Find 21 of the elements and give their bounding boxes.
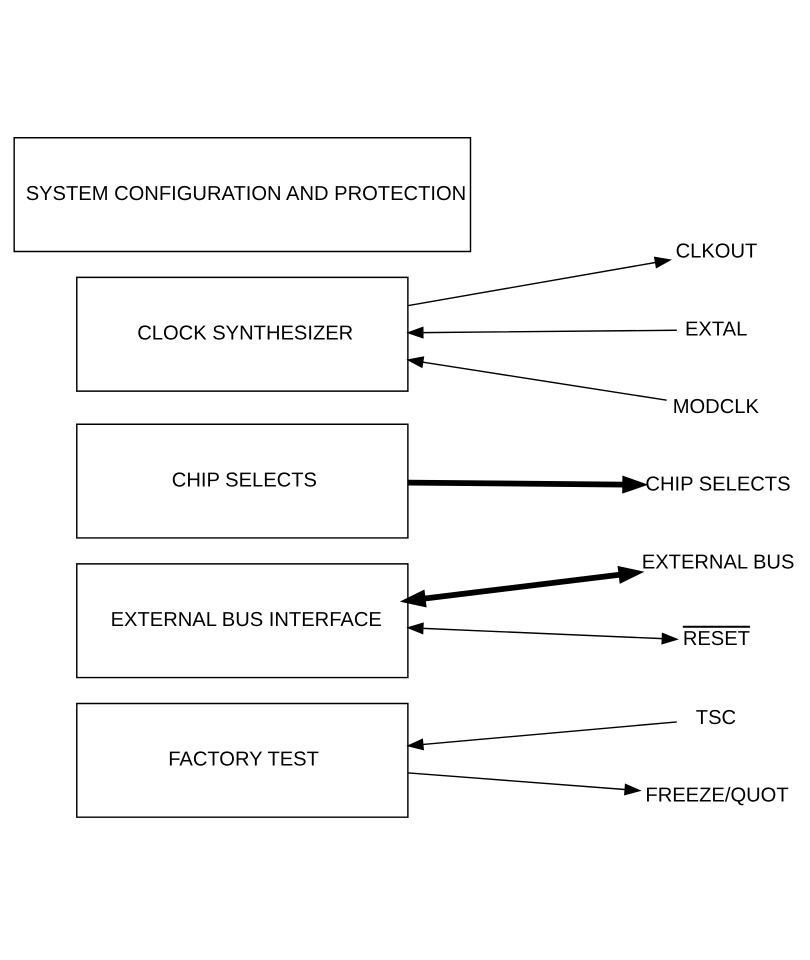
arrow: [406, 356, 667, 401]
node-text: EXTERNAL BUS: [642, 551, 794, 574]
node-box: EXTERNAL BUS INTERFACE: [76, 563, 409, 678]
node-text: TSC: [696, 706, 736, 729]
node-box: SYSTEM CONFIGURATION AND PROTECTION: [13, 137, 472, 252]
arrow: [408, 256, 672, 306]
node-text: CLKOUT: [676, 240, 758, 263]
node-text: CHIP SELECTS: [645, 474, 791, 496]
node-box: FACTORY TEST: [76, 702, 409, 818]
arrow: [408, 772, 642, 796]
node-text: FREEZE/QUOT: [645, 784, 789, 807]
arrow: [400, 566, 644, 608]
arrow: [406, 721, 677, 750]
node-text: EXTAL: [684, 318, 748, 340]
arrow: [406, 622, 679, 645]
node-text: MODCLK: [672, 396, 759, 418]
arrow: [406, 326, 677, 339]
node-box: CHIP SELECTS: [76, 424, 409, 539]
node-box: CLOCK SYNTHESIZER: [76, 276, 409, 392]
arrow: [408, 475, 648, 494]
node-text: RESET: [682, 628, 750, 650]
